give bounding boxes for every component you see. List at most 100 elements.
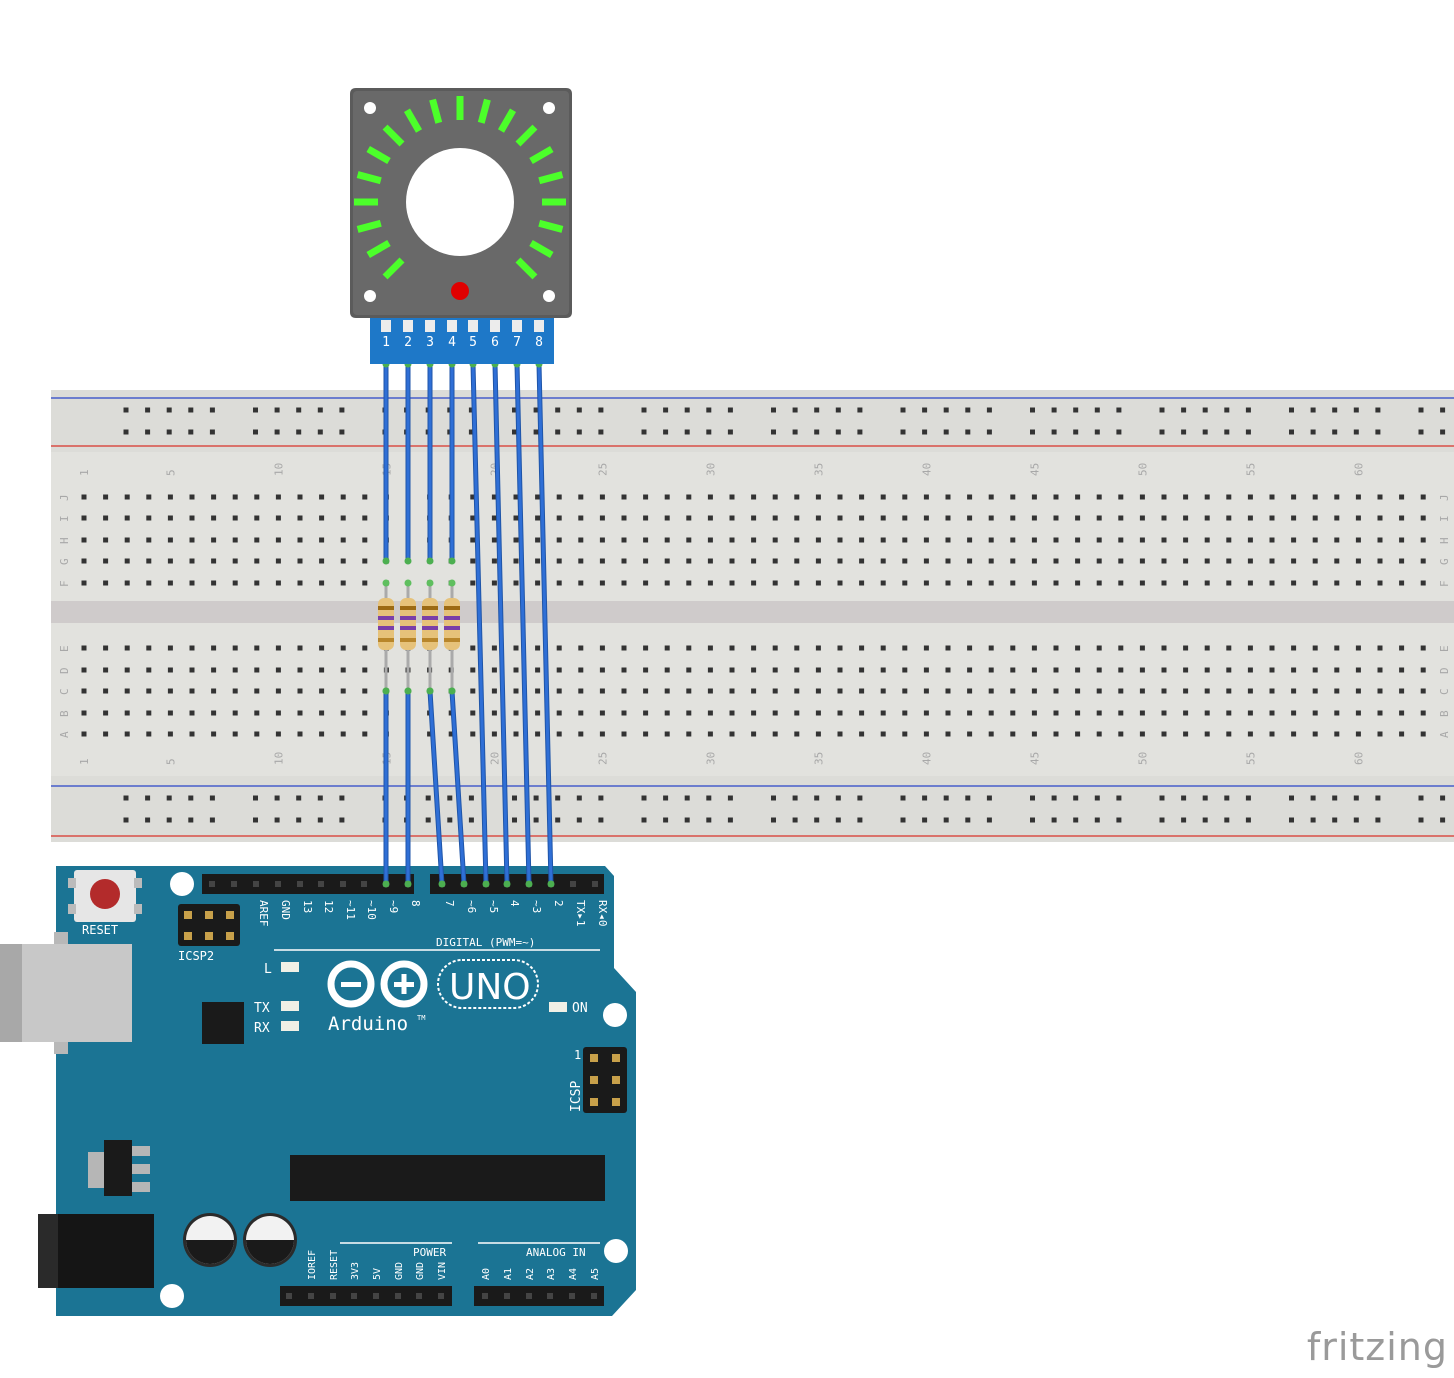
breadboard-hole (880, 731, 886, 737)
breadboard-hole (1291, 515, 1297, 521)
breadboard-hole (297, 667, 303, 673)
encoder-pin (403, 320, 413, 332)
breadboard-hole (556, 558, 562, 564)
breadboard-hole (232, 580, 238, 586)
breadboard-hole (103, 537, 109, 543)
breadboard-hole (1075, 688, 1081, 694)
rail-hole (1440, 429, 1446, 435)
header-pin (482, 1293, 488, 1299)
rail-hole (1332, 407, 1338, 413)
breadboard-hole (923, 515, 929, 521)
breadboard-hole (275, 645, 281, 651)
analog-pin-label: A2 (525, 1268, 536, 1280)
breadboard-hole (1334, 558, 1340, 564)
breadboard-hole (146, 731, 152, 737)
breadboard-hole (859, 667, 865, 673)
breadboard-hole (362, 558, 368, 564)
header-pin (373, 1293, 379, 1299)
reset-button[interactable] (68, 870, 142, 922)
rail-hole (339, 795, 345, 801)
breadboard-hole (880, 494, 886, 500)
breadboard-hole (275, 515, 281, 521)
ring-led (515, 257, 538, 280)
breadboard-hole (707, 580, 713, 586)
breadboard-hole (297, 515, 303, 521)
uno-logo-text: UNO (449, 967, 531, 1008)
breadboard-hole (1204, 645, 1210, 651)
breadboard-hole (1291, 688, 1297, 694)
breadboard-hole (1269, 537, 1275, 543)
breadboard-hole (275, 667, 281, 673)
breadboard-hole (1139, 494, 1145, 500)
breadboard-hole (535, 645, 541, 651)
ring-led (456, 96, 464, 120)
breadboard-hole (340, 494, 346, 500)
rail-hole (209, 795, 215, 801)
breadboard-hole (491, 710, 497, 716)
rail-hole (1159, 429, 1165, 435)
breadboard-hole (772, 494, 778, 500)
rail-hole (857, 817, 863, 823)
breadboard-hole (1053, 580, 1059, 586)
column-number: 35 (812, 463, 825, 476)
encoder-pin-label: 5 (469, 335, 477, 350)
breadboard-hole (988, 494, 994, 500)
led-label-l: L (264, 962, 272, 977)
rail-hole (1202, 817, 1208, 823)
breadboard-hole (729, 537, 735, 543)
breadboard-hole (1226, 515, 1232, 521)
rail-hole (835, 429, 841, 435)
breadboard-hole (751, 558, 757, 564)
column-number: 20 (488, 752, 501, 765)
breadboard-hole (772, 688, 778, 694)
breadboard-hole (232, 731, 238, 737)
breadboard-hole (599, 537, 605, 543)
rail-hole (900, 407, 906, 413)
rail-hole (1073, 817, 1079, 823)
breadboard-hole (167, 645, 173, 651)
header-pin (318, 881, 324, 887)
breadboard-hole (232, 494, 238, 500)
breadboard-hole (859, 731, 865, 737)
breadboard-hole (167, 580, 173, 586)
column-number: 1 (78, 758, 91, 765)
breadboard-hole (319, 494, 325, 500)
breadboard-hole (1075, 515, 1081, 521)
column-number: 10 (272, 463, 285, 476)
digital-pin-label: ~10 (365, 900, 378, 920)
breadboard-hole (599, 580, 605, 586)
rail-hole (1073, 429, 1079, 435)
breadboard-hole (1031, 688, 1037, 694)
breadboard-hole (211, 558, 217, 564)
rail-hole (1030, 817, 1035, 823)
rail-hole (533, 795, 539, 801)
rail-hole (965, 407, 971, 413)
breadboard-hole (1226, 645, 1232, 651)
breadboard-hole (967, 515, 973, 521)
digital-pin-label: TX▸1 (574, 900, 587, 927)
breadboard-hole (470, 645, 476, 651)
rail-hole (253, 795, 258, 801)
rail-hole (468, 407, 474, 413)
rail-hole (1224, 795, 1230, 801)
breadboard-hole (297, 688, 303, 694)
breadboard-hole (124, 580, 130, 586)
breadboard-hole (535, 558, 541, 564)
on-label: ON (572, 1001, 588, 1016)
breadboard-hole (1247, 645, 1253, 651)
breadboard-hole (1161, 580, 1167, 586)
breadboard-hole (859, 558, 865, 564)
row-letter: G (1438, 558, 1451, 565)
breadboard-hole (232, 515, 238, 521)
rail-hole (188, 795, 194, 801)
breadboard-hole (664, 645, 670, 651)
breadboard-hole (1377, 710, 1383, 716)
mounting-hole (364, 290, 376, 302)
rail-hole (986, 407, 992, 413)
breadboard-hole (513, 731, 519, 737)
rail-hole (576, 817, 582, 823)
breadboard-hole (556, 645, 562, 651)
breadboard-hole (1161, 494, 1167, 500)
breadboard-hole (1096, 667, 1102, 673)
